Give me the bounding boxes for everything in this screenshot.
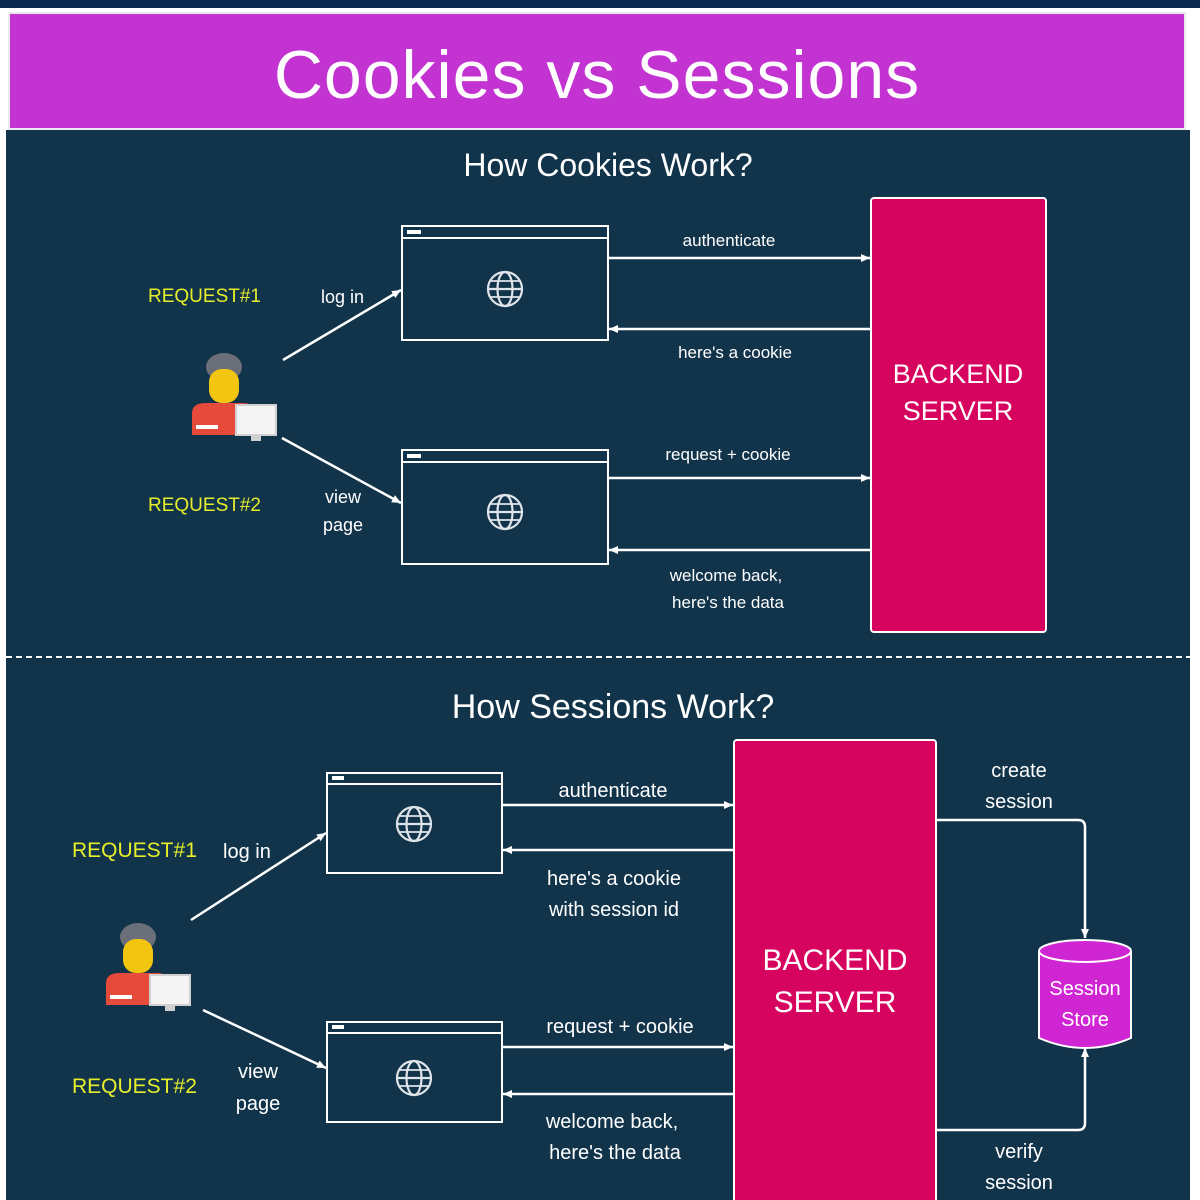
cookies-login-label: log in (321, 287, 364, 307)
globe-icon (486, 270, 524, 308)
session-store-label-line1: Session (1049, 978, 1120, 1000)
cookies-request2-label: REQUEST#2 (148, 495, 261, 516)
authenticate-label: authenticate (683, 231, 776, 250)
session-store-label-line2: Store (1061, 1009, 1109, 1031)
cookies-browser-window-2 (401, 449, 609, 565)
sessions-heading: How Sessions Work? (452, 688, 775, 726)
welcome-back-label-line2: here's the data (549, 1142, 682, 1164)
user-at-computer-icon (191, 352, 277, 442)
cookies-request1-label: REQUEST#1 (148, 286, 261, 307)
globe-icon (486, 493, 524, 531)
sessions-request1-label: REQUEST#1 (72, 839, 197, 862)
page-title: Cookies vs Sessions (273, 37, 921, 113)
sessions-view-label-line1: view (238, 1061, 279, 1083)
heres-cookie-label: here's a cookie (678, 343, 792, 362)
cookies-view-label-line2: page (323, 515, 363, 535)
title-banner: Cookies vs Sessions (8, 12, 1186, 130)
sessions-login-label: log in (223, 841, 271, 863)
cookies-server-label-line1: BACKEND (893, 359, 1024, 389)
login-arrow (190, 831, 327, 922)
login-arrow (282, 288, 402, 362)
cookies-backend-server (870, 197, 1047, 633)
cookies-server-label-line2: SERVER (903, 396, 1014, 426)
sessions-server-label-line2: SERVER (774, 986, 897, 1019)
sessions-browser-window-2 (326, 1021, 503, 1123)
view-page-arrow (202, 1008, 327, 1070)
cookies-browser-window-1 (401, 225, 609, 341)
globe-icon (395, 1059, 433, 1097)
user-at-computer-icon (105, 922, 191, 1012)
request-cookie-label: request + cookie (665, 445, 790, 464)
heres-cookie-label-line2: with session id (548, 899, 679, 921)
welcome-back-label-line2: here's the data (672, 593, 784, 612)
cookies-view-label-line1: view (325, 487, 362, 507)
welcome-back-label-line1: welcome back, (545, 1111, 678, 1133)
top-bar (0, 0, 1200, 8)
authenticate-label: authenticate (559, 780, 668, 802)
sessions-browser-window-1 (326, 772, 503, 874)
verify-session-label-line2: session (985, 1172, 1053, 1194)
sessions-view-label-line2: page (236, 1093, 281, 1115)
welcome-back-label-line1: welcome back, (669, 566, 782, 585)
cookies-heading: How Cookies Work? (463, 147, 752, 183)
globe-icon (395, 805, 433, 843)
verify-session-arrow (937, 1048, 1089, 1132)
create-session-arrow (937, 818, 1089, 938)
sessions-backend-server (733, 739, 937, 1200)
create-session-label-line2: session (985, 791, 1053, 813)
sessions-server-label-line1: BACKEND (762, 944, 907, 977)
sessions-request2-label: REQUEST#2 (72, 1075, 197, 1098)
create-session-label-line1: create (991, 760, 1047, 782)
verify-session-label-line1: verify (995, 1141, 1043, 1163)
heres-cookie-label-line1: here's a cookie (547, 868, 681, 890)
sessions-section: How Sessions Work? BACKEND SERVER (72, 688, 1132, 1200)
view-page-arrow (281, 436, 402, 505)
request-cookie-label: request + cookie (546, 1016, 693, 1038)
cookies-section: How Cookies Work? BACKEND SERVER (148, 147, 1047, 633)
database-icon (1038, 939, 1132, 1049)
